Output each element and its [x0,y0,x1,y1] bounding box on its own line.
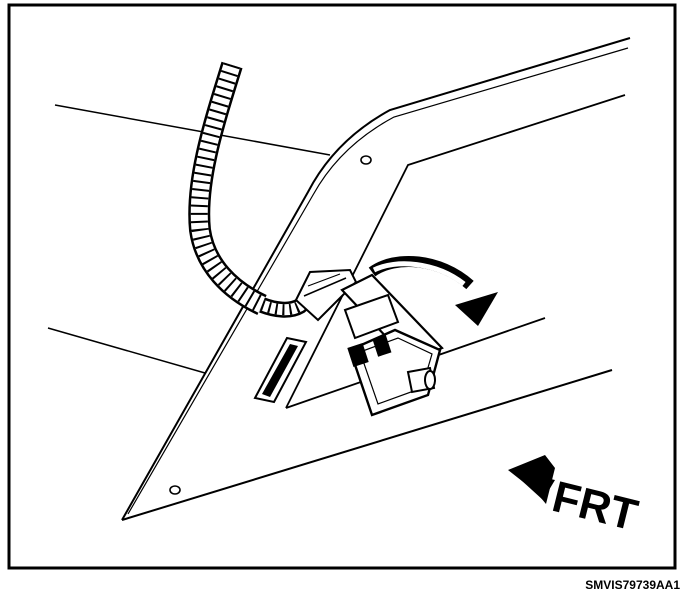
reference-line-lower [47,327,206,374]
switch-slot-shadow [262,344,298,397]
trim-panel-inner-edge [127,47,629,515]
rotation-arrow-icon [368,256,498,326]
figure-code-label: SMVIS79739AA1 [585,578,680,592]
reference-line-upper [54,104,331,156]
mounting-hole-bottom [169,485,181,495]
mounting-hole-top [360,155,372,165]
wiring-harness [188,61,267,315]
front-direction-arrow-icon [508,455,555,504]
connector-pigtail [259,268,358,322]
panel-recess-outline [285,94,626,409]
trim-panel-bottom-edge [121,369,613,521]
figure-border [7,3,677,570]
trim-panel-outline [121,37,631,521]
front-direction-label: FRT [548,472,643,540]
trim-panel-right-edge [540,318,612,370]
switch-assembly [340,273,444,417]
